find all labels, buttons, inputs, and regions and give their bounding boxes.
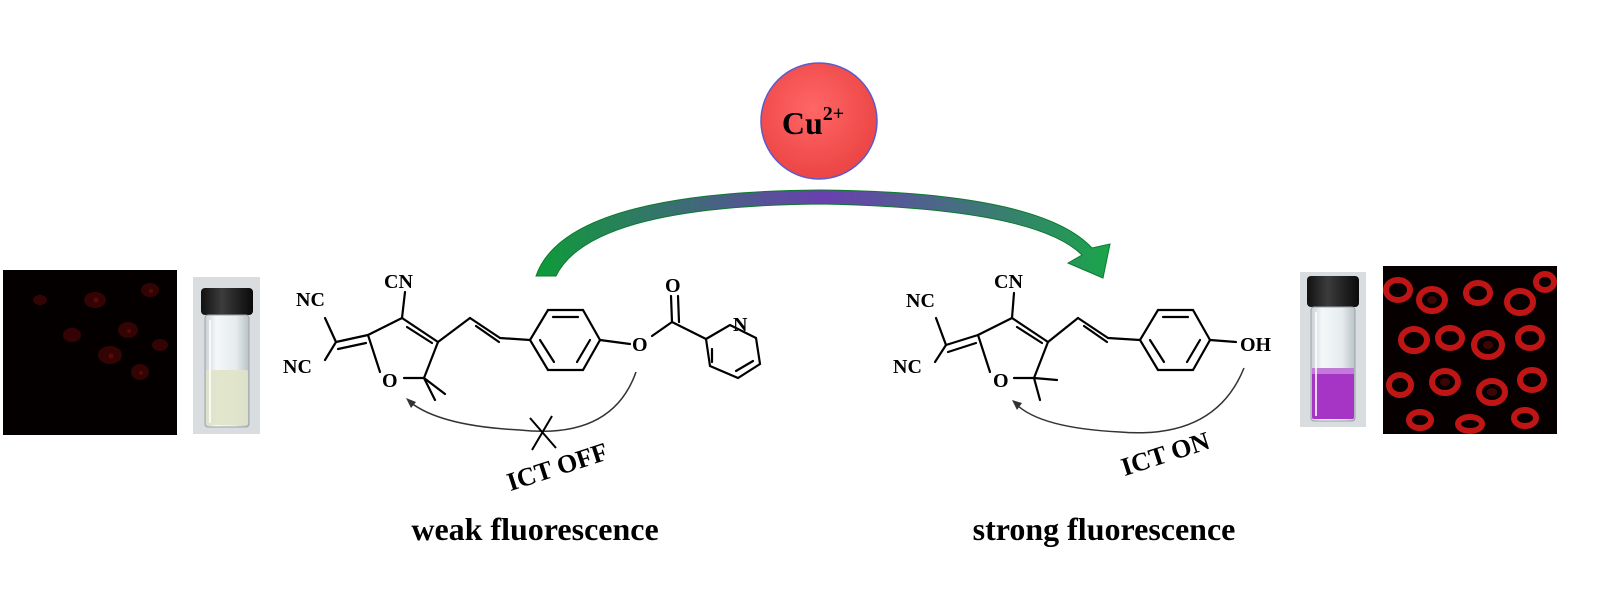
ict-on-label: ICT ON [1117, 426, 1213, 482]
probe-molecule [323, 290, 762, 402]
ion-symbol: Cu [782, 105, 823, 141]
svg-text:Cu2+: Cu2+ [782, 103, 844, 141]
product-ring-oxygen: O [993, 370, 1009, 392]
product-nc-bottom: NC [893, 356, 922, 378]
ion-circle [760, 62, 878, 180]
product-molecule [933, 291, 1238, 402]
probe-nc-top: NC [296, 289, 325, 311]
probe-ring-oxygen: O [382, 370, 398, 392]
ict-on-arrow [1012, 367, 1245, 434]
weak-fluorescence-caption: weak fluorescence [411, 511, 658, 547]
probe-pyridine-nitrogen: N [733, 314, 748, 336]
product-hydroxyl: OH [1240, 334, 1272, 356]
ict-off-arrow [406, 371, 637, 451]
cell-image-weak [3, 270, 177, 435]
probe-carbonyl-oxygen: O [665, 275, 681, 297]
probe-ester-oxygen: O [632, 334, 648, 356]
ict-off-label: ICT OFF [503, 437, 611, 497]
product-cn: CN [994, 271, 1023, 293]
probe-cn: CN [384, 271, 413, 293]
vial-weak [193, 277, 260, 434]
strong-fluorescence-caption: strong fluorescence [973, 511, 1236, 547]
product-atom-labels: NC NC CN O OH [893, 271, 1272, 392]
cell-image-strong [1383, 266, 1557, 434]
product-nc-top: NC [906, 290, 935, 312]
reaction-arrow [535, 189, 1111, 279]
ion-charge: 2+ [823, 103, 844, 125]
probe-atom-labels: NC NC CN O O O N [283, 271, 748, 392]
vial-strong [1300, 272, 1366, 427]
probe-nc-bottom: NC [283, 356, 312, 378]
copper-ion-badge: Cu2+ [760, 62, 878, 180]
